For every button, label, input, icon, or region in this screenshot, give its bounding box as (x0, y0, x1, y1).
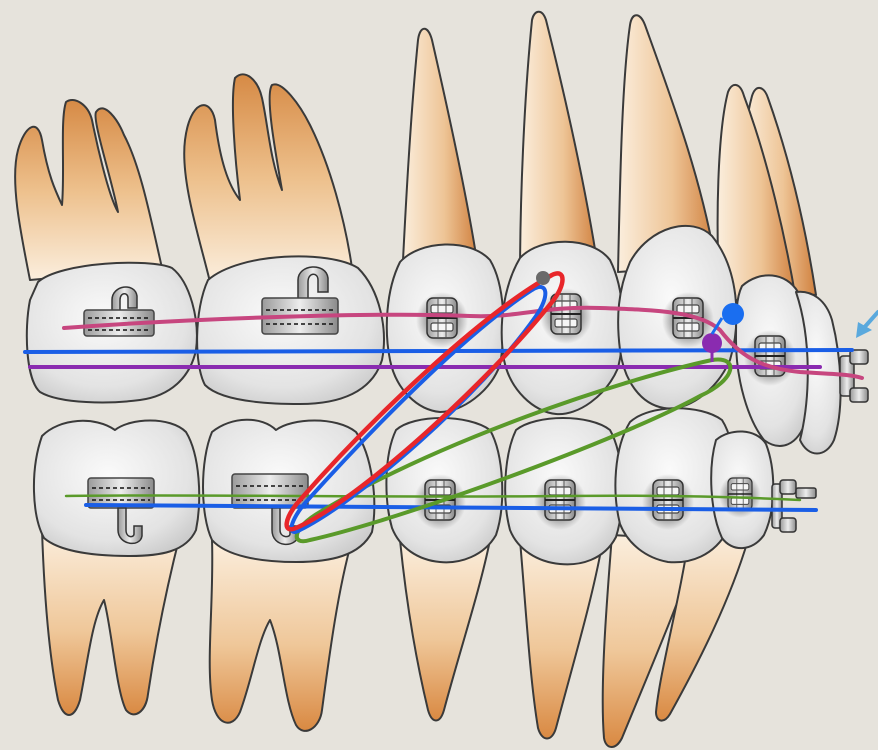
bracket-upper-premolar-2 (540, 288, 592, 344)
purple-hook-dot (702, 333, 722, 353)
pointer-arrow-icon (856, 312, 878, 338)
upper-premolar-2-root (520, 12, 598, 280)
lower-molar-2-root (210, 540, 352, 731)
gray-hook-dot (536, 271, 550, 285)
lower-premolar-1-root (400, 540, 490, 721)
bracket-lower-canine (642, 474, 694, 530)
upper-molar-2-root (184, 74, 352, 282)
bracket-lower-premolar-2 (534, 474, 586, 530)
side-bracket-lower (772, 480, 816, 532)
lower-molar-1-root (42, 530, 180, 715)
lower-premolar-2-root (520, 540, 602, 739)
blue-hook-dot (722, 303, 744, 325)
lower-roots (42, 530, 748, 747)
blue-upper-wire (25, 350, 852, 352)
upper-premolar-1-root (402, 29, 478, 280)
upper-molar-1-root (15, 100, 162, 280)
